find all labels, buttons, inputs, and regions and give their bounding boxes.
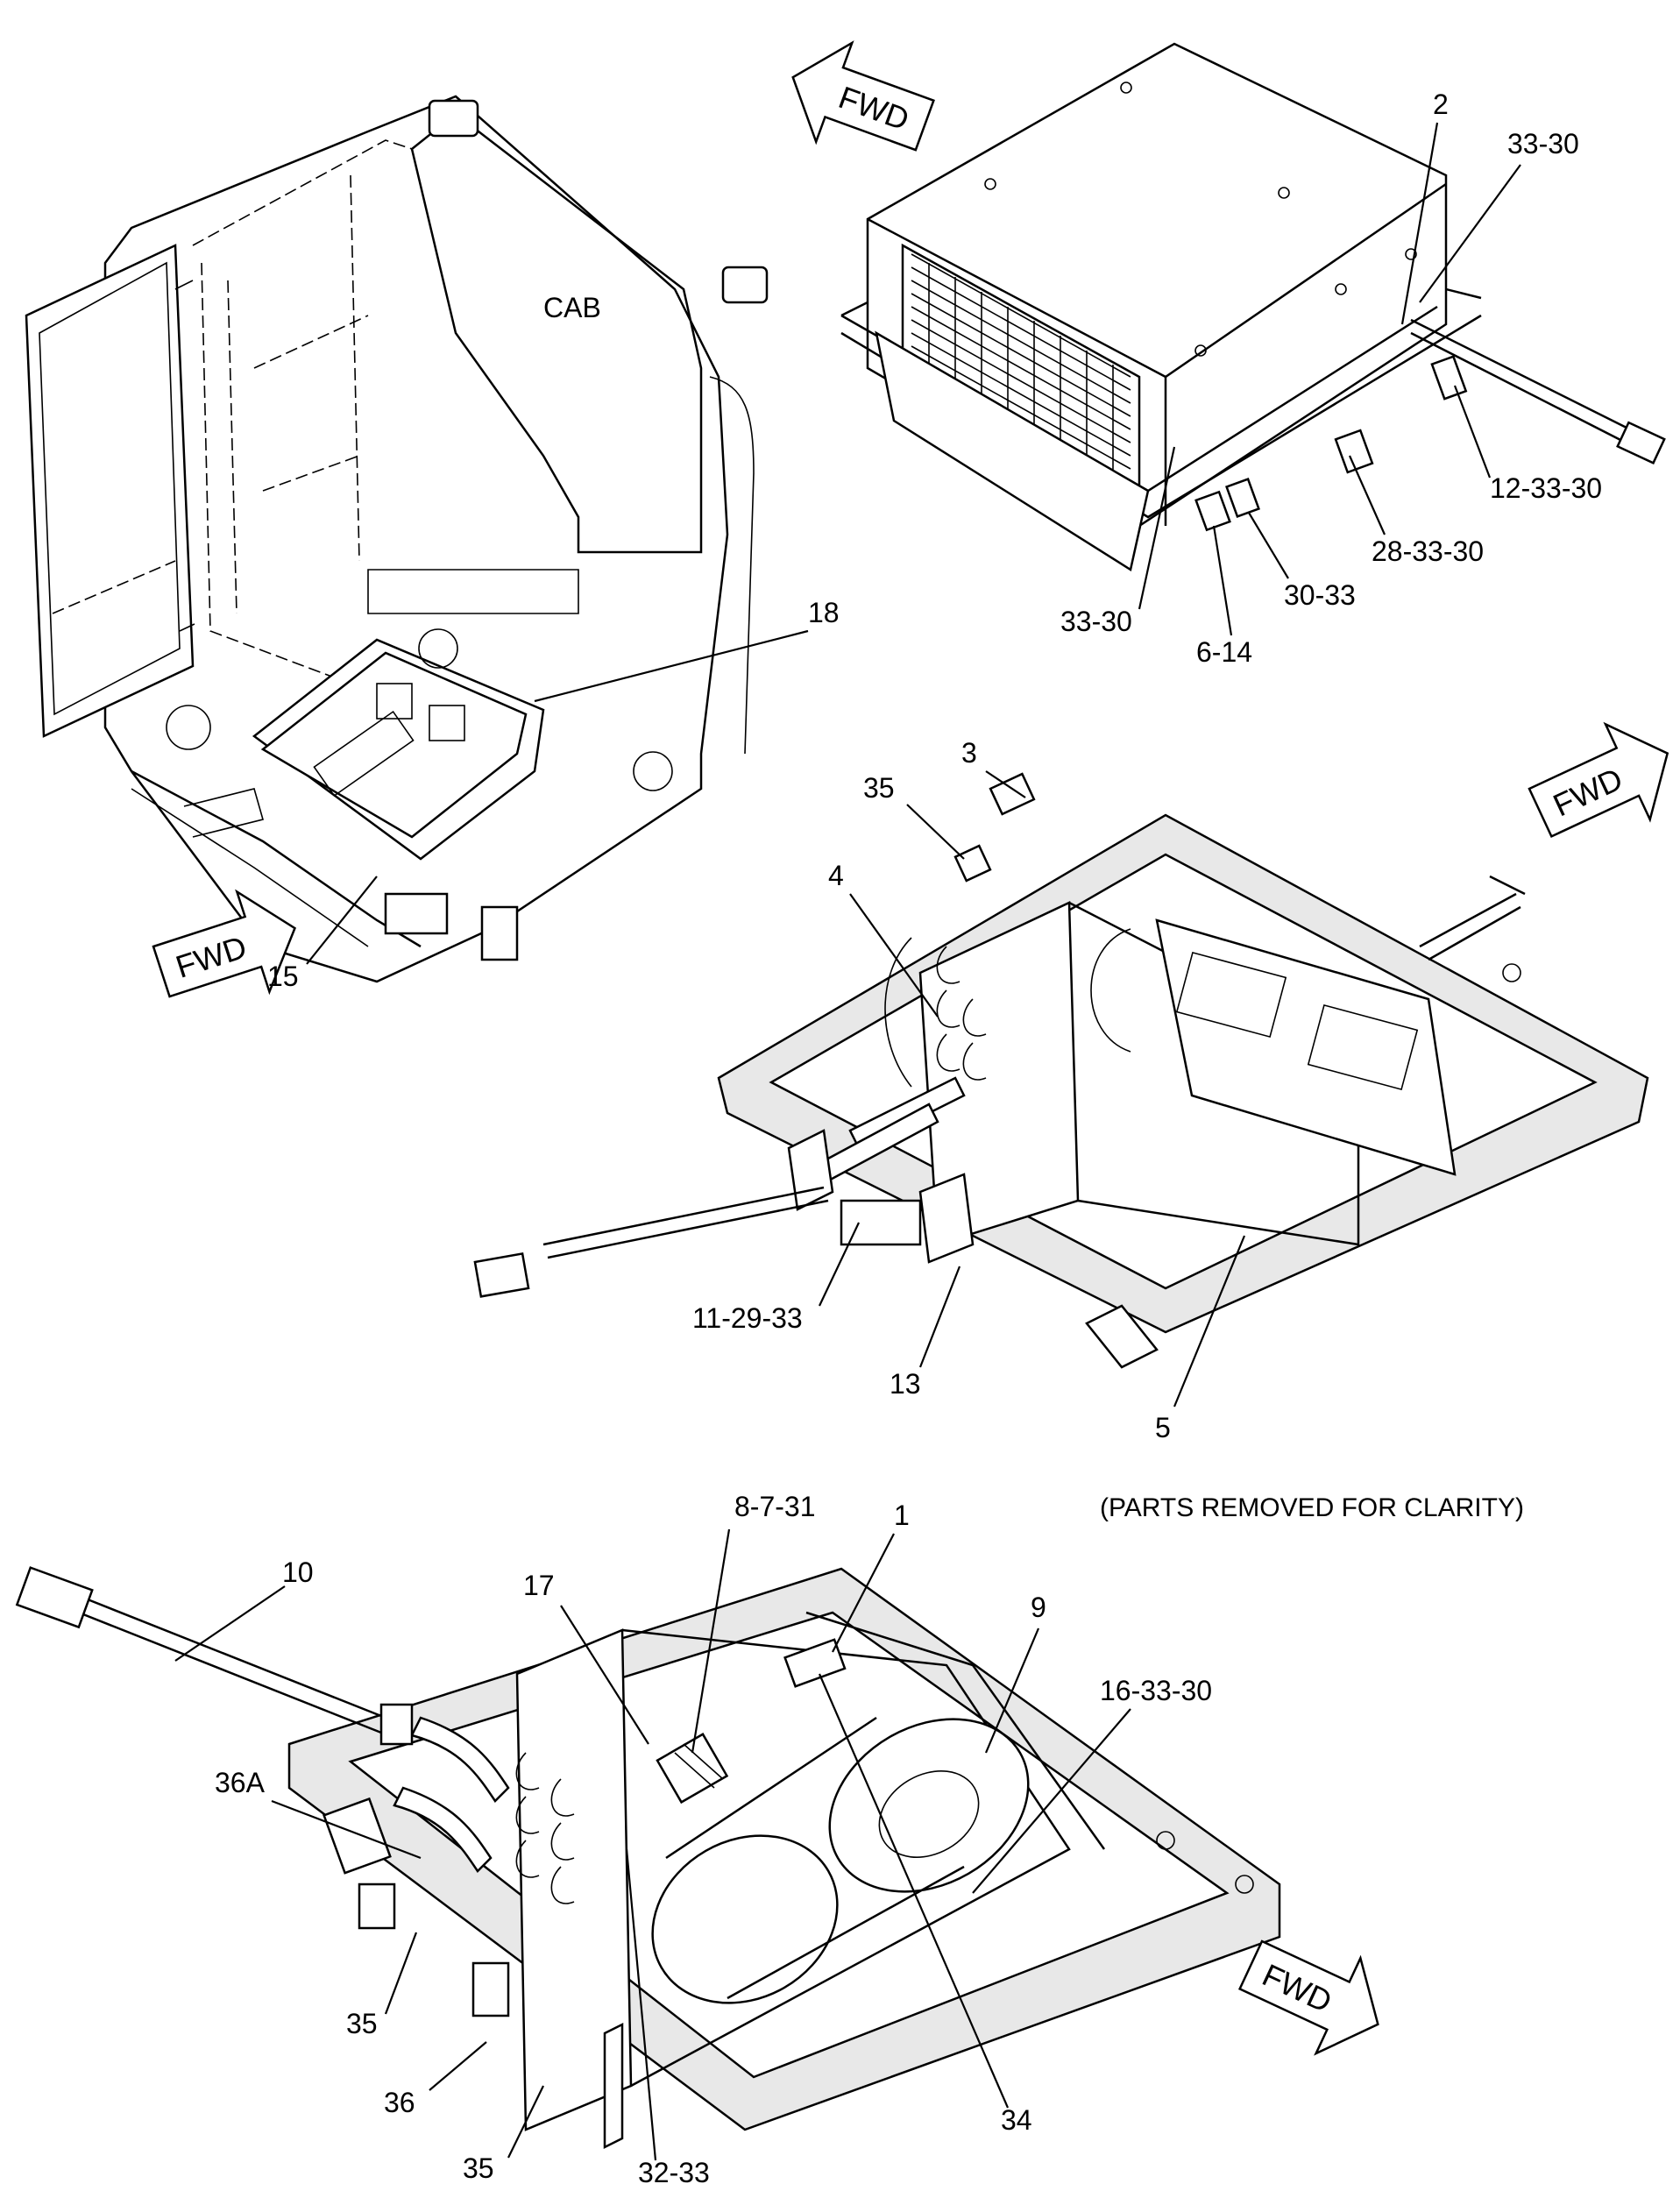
- callout-33-30-bottom: 33-30: [1060, 606, 1132, 637]
- callout-36A: 36A: [215, 1767, 266, 1798]
- fwd-arrow-3: FWD: [1528, 721, 1669, 839]
- callout-36: 36: [384, 2087, 415, 2118]
- fwd-arrow-1: FWD: [152, 889, 296, 998]
- callout-13: 13: [890, 1368, 921, 1400]
- callout-17: 17: [523, 1570, 555, 1601]
- callout-11-29-33: 11-29-33: [692, 1302, 803, 1334]
- cab-view: [25, 95, 769, 983]
- callout-12-33-30: 12-33-30: [1490, 472, 1602, 504]
- callout-32-33: 32-33: [638, 2157, 710, 2188]
- callout-28-33-30: 28-33-30: [1372, 535, 1484, 567]
- hvac-unit-mid-view: [473, 772, 1649, 1369]
- callout-4: 4: [828, 860, 844, 891]
- callout-34: 34: [1001, 2104, 1032, 2136]
- callout-2: 2: [1433, 89, 1449, 120]
- callout-15: 15: [267, 961, 299, 992]
- callout-3: 3: [961, 737, 977, 769]
- fwd-arrow-2: FWD: [791, 40, 935, 152]
- callout-9: 9: [1031, 1592, 1046, 1623]
- callout-35-low-2: 35: [463, 2152, 494, 2184]
- hvac-box-view: [840, 42, 1666, 572]
- hvac-unit-bottom-view: [15, 1566, 1281, 2150]
- callout-30-33: 30-33: [1284, 579, 1356, 611]
- callout-10: 10: [282, 1556, 314, 1588]
- callout-5: 5: [1155, 1412, 1171, 1443]
- callout-33-30-top: 33-30: [1507, 128, 1579, 160]
- callout-1: 1: [894, 1500, 910, 1531]
- callout-35-mid: 35: [863, 772, 895, 804]
- note-parts-removed: (PARTS REMOVED FOR CLARITY): [1100, 1493, 1524, 1522]
- cab-label: CAB: [543, 292, 601, 323]
- callout-35-low-1: 35: [346, 2008, 378, 2039]
- callout-18: 18: [808, 597, 840, 628]
- callout-8-7-31: 8-7-31: [734, 1491, 816, 1522]
- callout-16-33-30: 16-33-30: [1100, 1675, 1212, 1706]
- callout-6-14: 6-14: [1196, 636, 1252, 668]
